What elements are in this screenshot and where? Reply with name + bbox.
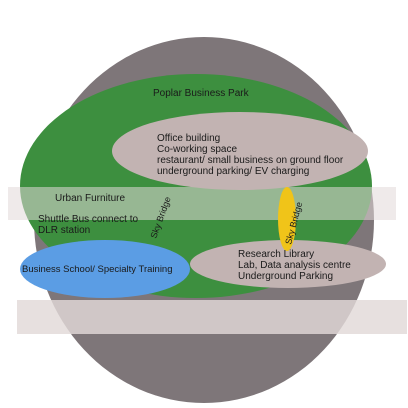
park-title: Poplar Business Park bbox=[153, 88, 250, 99]
urban-furniture-label: Urban Furniture bbox=[55, 193, 125, 204]
business-school-label: Business School/ Specialty Training bbox=[22, 264, 173, 275]
research-line-3: Underground Parking bbox=[238, 271, 333, 282]
office-building-zone bbox=[112, 112, 368, 190]
office-line-4: underground parking/ EV charging bbox=[157, 166, 309, 177]
business-school-zone bbox=[20, 240, 190, 298]
horizontal-band-upper bbox=[8, 187, 396, 220]
research-line-1: Research Library bbox=[238, 249, 314, 260]
office-line-2: Co-working space bbox=[157, 144, 237, 155]
horizontal-band-lower bbox=[17, 300, 407, 334]
research-library-zone bbox=[190, 240, 386, 288]
shuttle-line-1: Shuttle Bus connect to bbox=[38, 214, 139, 225]
research-line-2: Lab, Data analysis centre bbox=[238, 260, 351, 271]
office-line-1: Office building bbox=[157, 133, 220, 144]
office-line-3: restaurant/ small business on ground flo… bbox=[157, 155, 344, 166]
shuttle-line-2: DLR station bbox=[38, 225, 90, 236]
sky-bridge-right-shape bbox=[278, 187, 296, 251]
